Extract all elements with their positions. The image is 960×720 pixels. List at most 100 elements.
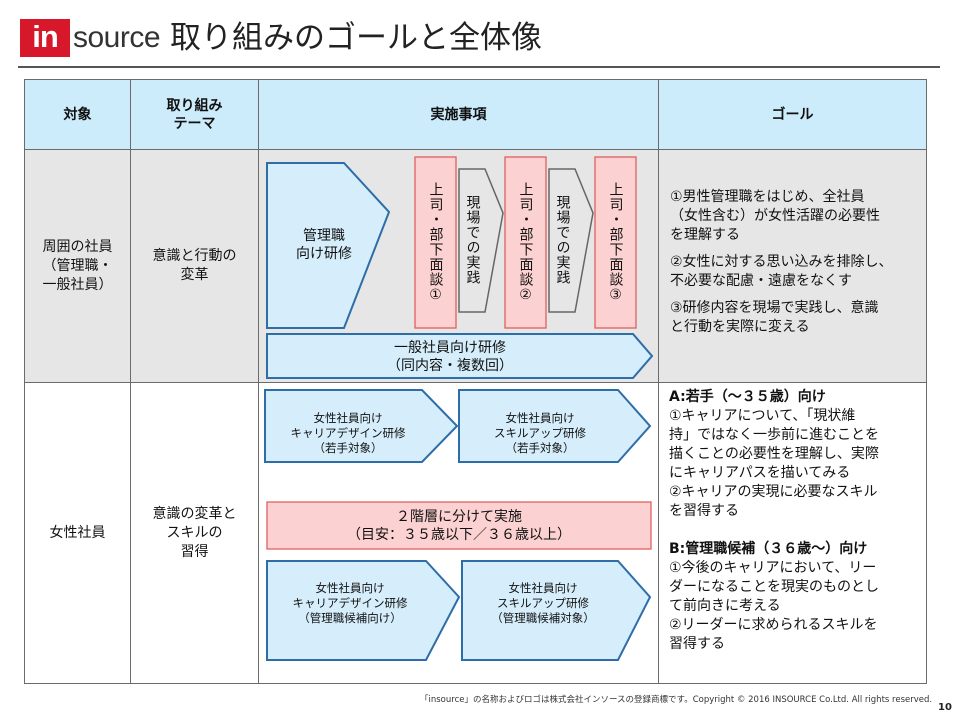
career-mgr-label: 女性社員向け キャリアデザイン研修 （管理職候補向け）	[270, 572, 430, 634]
row2-theme-line: 意識の変革と	[152, 505, 237, 522]
goal-line: 不必要な配慮・遠慮をなくす	[670, 273, 852, 289]
skill-young-line: スキルアップ研修	[494, 425, 586, 440]
goal-line: ②キャリアの実現に必要なスキル	[669, 484, 878, 500]
meeting1-label: 上司・部下面談①	[415, 160, 456, 325]
header-goal: ゴール	[659, 80, 926, 149]
grid-line	[926, 79, 927, 684]
career-young-line: （若手対象）	[313, 440, 383, 455]
row2-theme-line: スキルの	[166, 524, 223, 541]
goal-line: ダーになることを現実のものとし	[669, 579, 879, 595]
mgmt-training-line: 管理職	[303, 228, 345, 244]
practice2-label: 現場での実践	[549, 160, 576, 320]
row1-theme-line: 意識と行動の	[152, 248, 237, 264]
header-actions: 実施事項	[259, 80, 658, 149]
meeting3-text: 上司・部下面談③	[607, 181, 624, 304]
logo-source: source	[73, 21, 161, 54]
goal-line: ①キャリアについて、「現状維	[669, 408, 856, 424]
practice1-label: 現場での実践	[459, 160, 486, 320]
practice2-shape	[548, 168, 594, 313]
career-young-shape	[264, 389, 459, 463]
skill-mgr-line: スキルアップ研修	[497, 595, 589, 610]
header-theme-line2: テーマ	[173, 115, 216, 132]
meeting1-text: 上司・部下面談①	[427, 181, 444, 304]
skill-mgr-line: （管理職候補対象）	[491, 610, 595, 625]
meeting1-shape	[414, 156, 457, 329]
skill-young-line: 女性社員向け	[505, 410, 575, 425]
career-mgr-line: 女性社員向け	[315, 580, 385, 595]
row1-target-line: 周囲の社員	[42, 238, 113, 255]
meeting3-label: 上司・部下面談③	[595, 160, 636, 325]
split-note-line: ２階層に分けて実施	[396, 508, 522, 525]
row2-target-label: 女性社員	[49, 524, 106, 541]
general-training-shape	[266, 333, 654, 379]
goal-line: ①今後のキャリアにおいて、リー	[669, 560, 877, 576]
skill-young-line: （若手対象）	[505, 440, 575, 455]
row2-theme-line: 習得	[180, 543, 209, 560]
row2-target: 女性社員	[25, 383, 130, 683]
goal-line: 習得する	[669, 636, 725, 652]
title-rule	[18, 66, 940, 68]
career-mgr-line: キャリアデザイン研修	[292, 595, 408, 610]
goal-line: ②女性に対する思い込みを排除し、	[670, 254, 893, 270]
goal-line: を習得する	[669, 503, 739, 519]
goal-line: 描くことの必要性を理解し、実際	[669, 446, 879, 462]
career-young-line: 女性社員向け	[313, 410, 383, 425]
career-young-line: キャリアデザイン研修	[290, 425, 406, 440]
split-note-line: （目安：３５歳以下／３６歳以上）	[347, 526, 571, 543]
header-theme: 取り組み テーマ	[131, 80, 258, 149]
meeting3-shape	[594, 156, 637, 329]
row1-goals: ①男性管理職をはじめ、全社員 （女性含む）が女性活躍の必要性 を理解する ②女性…	[670, 188, 924, 337]
grid-line	[130, 79, 131, 684]
meeting2-shape	[504, 156, 547, 329]
meeting2-text: 上司・部下面談②	[517, 181, 534, 304]
goal-line: を理解する	[670, 227, 740, 243]
skill-young-shape	[458, 389, 652, 463]
row1-target: 周囲の社員 （管理職・ 一般社員）	[25, 150, 130, 382]
skill-mgr-shape	[461, 560, 652, 661]
row2-theme: 意識の変革と スキルの 習得	[131, 383, 258, 683]
header-target-label: 対象	[63, 106, 92, 123]
grid-line	[658, 79, 659, 684]
goal-line: ②リーダーに求められるスキルを	[669, 617, 878, 633]
practice1-text: 現場での実践	[464, 195, 481, 285]
split-note-shape	[266, 501, 652, 550]
goal-line: ①男性管理職をはじめ、全社員	[670, 189, 865, 205]
practice1-shape	[458, 168, 504, 313]
career-mgr-shape	[266, 560, 461, 661]
mgmt-training-label: 管理職 向け研修	[284, 215, 364, 275]
row1-theme: 意識と行動の 変革	[131, 150, 258, 382]
goal-line: と行動を実際に変える	[670, 319, 810, 335]
mgmt-training-shape	[266, 162, 391, 329]
grid-line	[24, 79, 927, 80]
row2-shapes	[264, 389, 652, 661]
general-training-line: 一般社員向け研修	[394, 339, 506, 356]
row1-target-line: （管理職・	[42, 257, 113, 274]
goal-a-title: A:若手（～３５歳）向け	[669, 389, 826, 405]
goal-line: ③研修内容を現場で実践し、意識	[670, 300, 879, 316]
goal-line: （女性含む）が女性活躍の必要性	[670, 208, 880, 224]
logo-in: in	[20, 19, 70, 57]
goal-line: にキャリアパスを描いてみる	[669, 465, 851, 481]
grid-line	[24, 149, 927, 150]
skill-young-label: 女性社員向け スキルアップ研修 （若手対象）	[460, 407, 620, 459]
general-training-label: 一般社員向け研修 （同内容・複数回）	[267, 335, 633, 378]
skill-mgr-line: 女性社員向け	[508, 580, 578, 595]
meeting2-label: 上司・部下面談②	[505, 160, 546, 325]
mgmt-training-line: 向け研修	[296, 246, 352, 262]
goal-line: 持」ではなく一歩前に進むことを	[669, 427, 879, 443]
grid-line	[24, 683, 927, 684]
grid-line	[24, 382, 927, 383]
row1-shapes	[266, 156, 654, 379]
copyright-footer: 「insource」の名称およびロゴは株式会社インソースの登録商標です。Copy…	[420, 695, 933, 705]
skill-mgr-label: 女性社員向け スキルアップ研修 （管理職候補対象）	[462, 572, 624, 634]
header-theme-line1: 取り組み	[166, 97, 223, 114]
grid-line	[24, 79, 25, 684]
goal-line: て前向きに考える	[669, 598, 781, 614]
row1-theme-line: 変革	[180, 267, 209, 283]
row1-target-line: 一般社員）	[42, 276, 113, 293]
header-actions-label: 実施事項	[430, 106, 487, 123]
grid-line	[258, 79, 259, 684]
row2-goals: A:若手（～３５歳）向け ①キャリアについて、「現状維 持」ではなく一歩前に進む…	[669, 388, 925, 654]
table-header-bg	[24, 79, 926, 149]
header-target: 対象	[25, 80, 130, 149]
